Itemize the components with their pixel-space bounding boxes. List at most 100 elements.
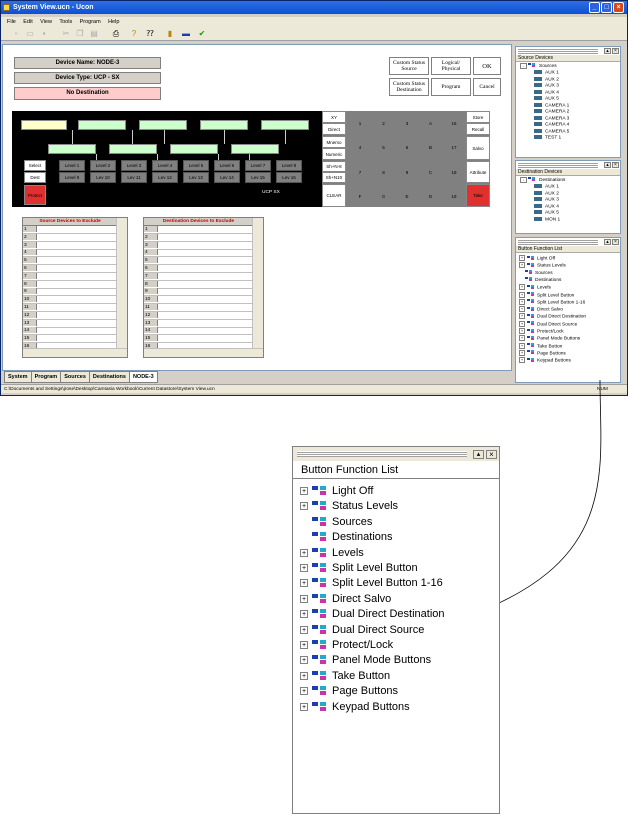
keypad-key[interactable]: 9 bbox=[405, 169, 409, 175]
dock-grip[interactable] bbox=[518, 48, 598, 54]
function-item[interactable]: +Protect/Lock bbox=[519, 328, 564, 336]
table-row[interactable]: 5 bbox=[144, 257, 253, 266]
paste-icon[interactable]: ▤ bbox=[90, 29, 98, 38]
level-button-10[interactable]: Lev 10 bbox=[90, 172, 116, 183]
status-display-7[interactable] bbox=[170, 144, 218, 154]
expand-icon[interactable]: + bbox=[300, 594, 308, 603]
document-icon[interactable]: ▮ bbox=[167, 29, 173, 38]
table-row[interactable]: 13 bbox=[144, 319, 253, 328]
dock-close-button[interactable]: × bbox=[612, 239, 619, 245]
device-item[interactable]: AUX 2 bbox=[534, 76, 559, 84]
menu-program[interactable]: Program bbox=[79, 19, 101, 25]
function-item[interactable]: Sources bbox=[519, 269, 553, 277]
function-item[interactable]: +Panel Mode Buttons bbox=[519, 335, 580, 343]
level-button-14[interactable]: Lev 14 bbox=[214, 172, 240, 183]
function-item[interactable]: +Dual Direct Source bbox=[519, 320, 577, 329]
tree-root[interactable]: -Destinations bbox=[520, 177, 565, 185]
tree-root[interactable]: -Sources bbox=[520, 63, 557, 71]
ok-button[interactable]: OK bbox=[473, 57, 501, 75]
attribute-button[interactable]: Attribute bbox=[466, 161, 490, 183]
copy-icon[interactable]: ❐ bbox=[76, 29, 84, 38]
menu-view[interactable]: View bbox=[40, 19, 52, 25]
table-row[interactable]: 7 bbox=[23, 272, 117, 281]
dock-close-button[interactable]: × bbox=[612, 48, 619, 54]
check-icon[interactable]: ✔ bbox=[198, 29, 206, 38]
recall-button[interactable]: Recall bbox=[466, 123, 490, 135]
select-button[interactable]: Select bbox=[24, 160, 46, 171]
expand-icon[interactable]: + bbox=[519, 328, 525, 334]
dock-pin-button[interactable]: ▴ bbox=[604, 48, 611, 54]
horizontal-scrollbar[interactable] bbox=[144, 348, 263, 357]
mnemo-button[interactable]: Mnemo bbox=[322, 136, 346, 148]
device-item[interactable]: AUX 1 bbox=[534, 70, 559, 77]
zoom-function-item[interactable]: +Direct Salvo bbox=[300, 592, 391, 606]
device-item[interactable]: TEST 1 bbox=[534, 135, 561, 142]
expand-icon[interactable]: + bbox=[300, 579, 308, 588]
table-row[interactable]: 9 bbox=[144, 288, 253, 297]
menu-file[interactable]: File bbox=[7, 19, 16, 25]
shift-n10-button[interactable]: Sh+N10 bbox=[322, 172, 346, 183]
expand-icon[interactable]: + bbox=[519, 255, 525, 261]
direct-button[interactable]: Direct bbox=[322, 123, 346, 135]
device-item[interactable]: AUX 1 bbox=[534, 184, 559, 191]
expand-icon[interactable]: + bbox=[519, 335, 525, 342]
table-row[interactable]: 14 bbox=[23, 327, 117, 336]
zoom-function-item[interactable]: +Levels bbox=[300, 546, 364, 560]
table-row[interactable]: 15 bbox=[23, 335, 117, 344]
dock-pin-button[interactable]: ▴ bbox=[604, 162, 611, 168]
expand-icon[interactable]: + bbox=[300, 487, 308, 496]
expand-icon[interactable]: + bbox=[300, 671, 308, 680]
expand-icon[interactable]: + bbox=[519, 357, 525, 364]
dock-pin-button[interactable]: ▴ bbox=[604, 239, 611, 245]
function-item[interactable]: +Status Levels bbox=[519, 262, 566, 270]
expand-icon[interactable]: + bbox=[519, 342, 525, 349]
keypad-key[interactable]: C bbox=[428, 169, 433, 175]
zoom-function-item[interactable]: +Dual Direct Source bbox=[300, 623, 424, 637]
keypad-key[interactable]: B bbox=[428, 145, 432, 150]
protect-button[interactable]: Protect bbox=[24, 185, 46, 205]
level-button-8[interactable]: Level 8 bbox=[276, 160, 302, 171]
table-row[interactable]: 11 bbox=[144, 304, 253, 312]
minimize-button[interactable]: _ bbox=[589, 2, 600, 13]
expand-icon[interactable]: + bbox=[300, 548, 308, 557]
logical-physical-button[interactable]: Logical/ Physical bbox=[431, 57, 471, 75]
context-help-icon[interactable]: ⁇ bbox=[146, 29, 154, 38]
keypad-key[interactable]: 8 bbox=[382, 169, 385, 175]
status-display-3[interactable] bbox=[200, 120, 248, 130]
level-button-15[interactable]: Lev 15 bbox=[245, 172, 271, 183]
device-item[interactable]: AUX 5 bbox=[534, 96, 559, 103]
open-folder-icon[interactable]: ▭ bbox=[26, 29, 34, 38]
expand-icon[interactable]: + bbox=[300, 502, 308, 511]
close-button[interactable]: × bbox=[613, 2, 624, 13]
table-row[interactable]: 1 bbox=[144, 226, 253, 234]
device-item[interactable]: AUX 3 bbox=[534, 83, 559, 90]
status-display-6[interactable] bbox=[109, 144, 157, 154]
keypad-key[interactable]: 4 bbox=[358, 145, 362, 150]
device-item[interactable]: CAMERA 4 bbox=[534, 122, 569, 129]
level-button-4[interactable]: Level 4 bbox=[152, 160, 178, 171]
expand-icon[interactable]: + bbox=[519, 313, 525, 320]
expand-icon[interactable]: + bbox=[519, 349, 525, 356]
take-button[interactable]: Take bbox=[466, 184, 490, 207]
maximize-button[interactable]: □ bbox=[601, 2, 612, 13]
device-item[interactable]: MON 1 bbox=[534, 216, 560, 224]
keypad-key[interactable]: D bbox=[428, 194, 433, 199]
expand-icon[interactable]: + bbox=[519, 262, 525, 269]
keypad-key[interactable]: F bbox=[358, 194, 362, 199]
function-item[interactable]: +Direct Salvo bbox=[519, 306, 563, 314]
function-item[interactable]: +Keypad Buttons bbox=[519, 357, 571, 365]
table-row[interactable]: 12 bbox=[23, 311, 117, 320]
keypad-key[interactable]: 6 bbox=[405, 145, 409, 150]
function-item[interactable]: +Levels bbox=[519, 284, 551, 292]
table-row[interactable]: 9 bbox=[23, 288, 117, 297]
zoom-function-item[interactable]: +Take Button bbox=[300, 669, 390, 683]
vertical-scrollbar[interactable] bbox=[116, 218, 127, 351]
dock-close-button[interactable]: × bbox=[486, 450, 497, 459]
level-button-1[interactable]: Level 1 bbox=[59, 160, 85, 171]
table-row[interactable]: 12 bbox=[144, 311, 253, 320]
tab-sources[interactable]: Sources bbox=[60, 371, 90, 383]
table-row[interactable]: 11 bbox=[23, 304, 117, 312]
menu-tools[interactable]: Tools bbox=[59, 19, 73, 25]
